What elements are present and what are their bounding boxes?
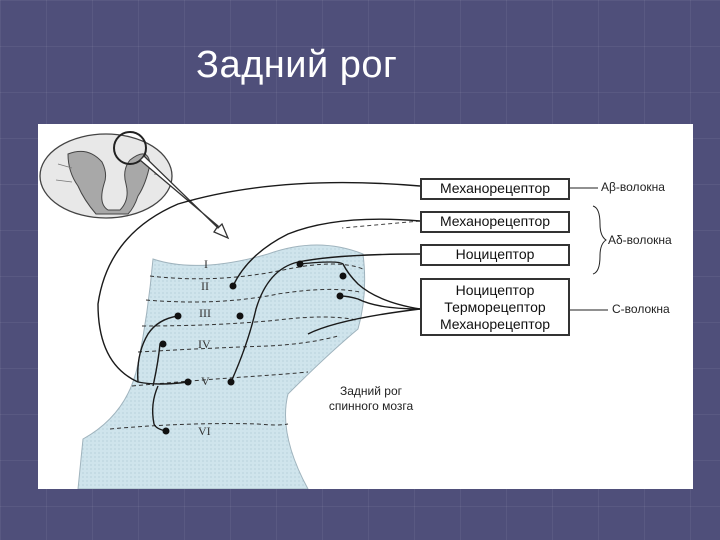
lamina-label-i: I <box>204 257 208 271</box>
lamina-label-vi: VI <box>198 424 211 438</box>
receptor-line-thermoreceptor: Терморецептор <box>444 299 546 315</box>
slide-title: Задний рог <box>196 44 398 86</box>
lamina-label-iii: III <box>199 306 211 320</box>
fiber-label-c: С-волокна <box>612 302 670 316</box>
terminal-dot <box>162 427 170 435</box>
receptor-line-mechanoreceptor: Механорецептор <box>439 316 551 332</box>
terminal-dot <box>184 378 192 386</box>
terminal-dot <box>296 260 304 268</box>
fiber-label-a-delta: Aδ-волокна <box>608 233 672 247</box>
receptor-box-mechanoreceptor-2: Механорецептор <box>420 211 570 233</box>
terminal-dot <box>174 312 182 320</box>
terminal-dot <box>227 378 235 386</box>
spinal-cord-section <box>39 131 173 219</box>
dorsal-horn-figure: Механорецептор Механорецептор Ноцицептор… <box>38 124 693 489</box>
terminal-dot <box>236 312 244 320</box>
terminal-dot <box>159 340 167 348</box>
synaptic-terminals <box>159 260 347 435</box>
fiber-connectors <box>570 187 608 311</box>
zoom-arrow <box>139 155 230 240</box>
dorsal-horn-region <box>77 244 366 489</box>
receptor-line-nociceptor: Ноцицептор <box>455 282 535 298</box>
horn-caption-line-1: Задний рог <box>339 384 402 398</box>
lamina-label-iv: IV <box>198 337 211 351</box>
horn-caption: Задний рог спинного мозга <box>306 384 436 414</box>
lamina-label-ii: II <box>201 279 209 293</box>
dashed-projection <box>341 220 421 229</box>
lamina-label-v: V <box>201 374 210 388</box>
diagram-drawing <box>39 131 608 489</box>
terminal-dot <box>229 282 237 290</box>
horn-caption-line-2: спинного мозга <box>328 399 414 413</box>
terminal-dot <box>336 292 344 300</box>
receptor-box-mechanoreceptor-1: Механорецептор <box>420 178 570 200</box>
receptor-box-nociceptor: Ноцицептор <box>420 244 570 266</box>
receptor-box-polymodal: Ноцицептор Терморецептор Механорецептор <box>420 278 570 336</box>
fiber-label-a-beta: Aβ-волокна <box>601 180 665 194</box>
terminal-dot <box>339 272 347 280</box>
lamina-boundaries <box>109 263 364 430</box>
